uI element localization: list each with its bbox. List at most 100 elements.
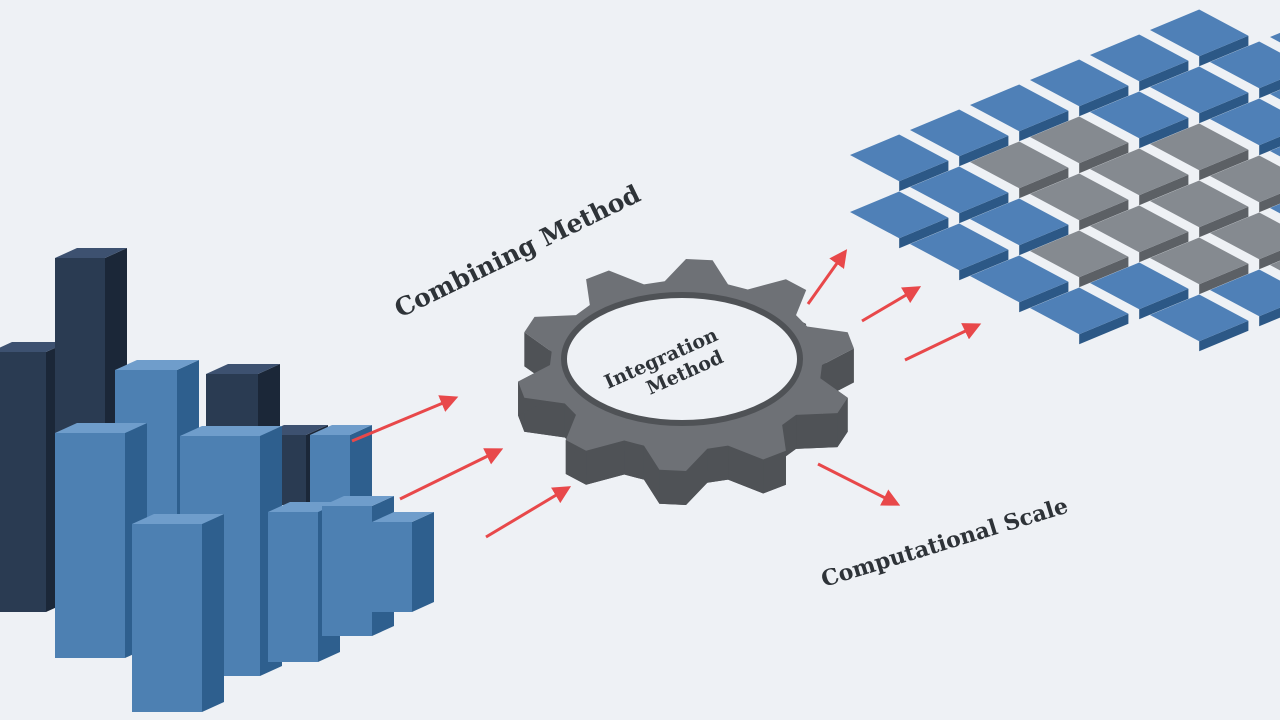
tile-edge <box>1199 206 1249 238</box>
bar-front <box>310 435 350 515</box>
tile <box>1210 98 1280 146</box>
bar-top <box>310 425 372 435</box>
tile-edge <box>1139 174 1189 206</box>
gear-side <box>837 397 848 448</box>
arrow-icon <box>399 448 504 501</box>
tile <box>910 166 1009 214</box>
tile-edge <box>1199 35 1249 67</box>
tile <box>1150 180 1249 228</box>
arrow-icon <box>806 249 848 305</box>
tile <box>1030 173 1129 221</box>
bar-top <box>132 514 224 524</box>
tile-edge <box>1259 307 1280 327</box>
tile-edge <box>1199 263 1249 295</box>
isometric-bar-chart-icon <box>0 248 434 712</box>
tile <box>970 255 1069 303</box>
tile <box>1210 41 1280 89</box>
bar-top <box>180 426 282 436</box>
computational-scale-label: Computational Scale <box>818 493 1071 593</box>
gear-icon <box>518 259 854 505</box>
bar-top <box>206 364 280 374</box>
gear-side <box>643 445 660 504</box>
gear-side <box>728 445 764 494</box>
tile <box>850 134 949 182</box>
tile <box>1090 91 1189 139</box>
tile-edge <box>1139 288 1189 320</box>
tile <box>1270 32 1280 43</box>
tile <box>1210 212 1280 260</box>
tile-edge <box>959 135 1009 167</box>
tile <box>1150 237 1249 285</box>
bar-front <box>372 522 412 612</box>
tile <box>1270 260 1280 271</box>
tile <box>1270 203 1280 214</box>
tile-edge <box>899 160 949 192</box>
tile-edge <box>1079 85 1129 117</box>
tile-edge <box>1019 167 1069 199</box>
bar-front <box>322 506 372 636</box>
tile <box>1030 287 1129 335</box>
bar-front <box>268 512 318 662</box>
bar-top <box>372 512 434 522</box>
tile <box>970 84 1069 132</box>
bar-side <box>202 514 224 712</box>
tile <box>1030 230 1129 278</box>
arrow-icon <box>817 462 901 506</box>
tile <box>1090 262 1189 310</box>
bar-front <box>132 524 202 712</box>
bar-front <box>0 352 46 612</box>
input-arrows <box>351 395 572 539</box>
tile-edge <box>1019 110 1069 142</box>
gear-side <box>686 448 708 505</box>
tile-edge <box>1139 231 1189 263</box>
bar-top <box>55 423 147 433</box>
gear-side <box>586 440 625 485</box>
gear-side <box>763 450 786 494</box>
tile <box>1150 9 1249 57</box>
tile <box>1210 155 1280 203</box>
tile <box>1090 205 1189 253</box>
tile <box>1030 59 1129 107</box>
tile-edge <box>1079 142 1129 174</box>
gear-side <box>707 445 729 483</box>
gear-side <box>782 414 797 459</box>
arrow-icon <box>904 323 982 362</box>
arrow-icon <box>861 286 922 323</box>
gear-side <box>524 397 565 438</box>
tile <box>1090 34 1189 82</box>
tile <box>910 109 1009 157</box>
tile-edge <box>959 192 1009 224</box>
tile <box>1150 294 1249 342</box>
gear-side <box>659 469 686 505</box>
tile <box>1150 66 1249 114</box>
tile <box>1030 116 1129 164</box>
gear-side <box>796 413 838 449</box>
tile-edge <box>1259 79 1280 99</box>
tile-edge <box>1259 250 1280 270</box>
gear-side <box>624 440 644 480</box>
tile-edge <box>1259 193 1280 213</box>
output-arrows <box>806 249 982 506</box>
tile-edge <box>1019 281 1069 313</box>
tile-edge <box>1019 224 1069 256</box>
tile <box>910 223 1009 271</box>
bar-top <box>322 496 394 506</box>
tile <box>1210 269 1280 317</box>
tile-edge <box>1079 256 1129 288</box>
bar-top <box>115 360 199 370</box>
tile <box>1270 89 1280 100</box>
bar-side <box>350 425 372 515</box>
arrow-icon <box>351 395 459 443</box>
tile-edge <box>1079 199 1129 231</box>
tile-edge <box>899 217 949 249</box>
tile-edge <box>959 249 1009 281</box>
isometric-tile-grid-icon <box>850 9 1280 352</box>
tile <box>1150 123 1249 171</box>
tile <box>1270 146 1280 157</box>
bar-side <box>412 512 434 612</box>
gear-hole <box>561 292 803 426</box>
tile <box>970 198 1069 246</box>
tile <box>1090 148 1189 196</box>
tile-edge <box>1139 117 1189 149</box>
